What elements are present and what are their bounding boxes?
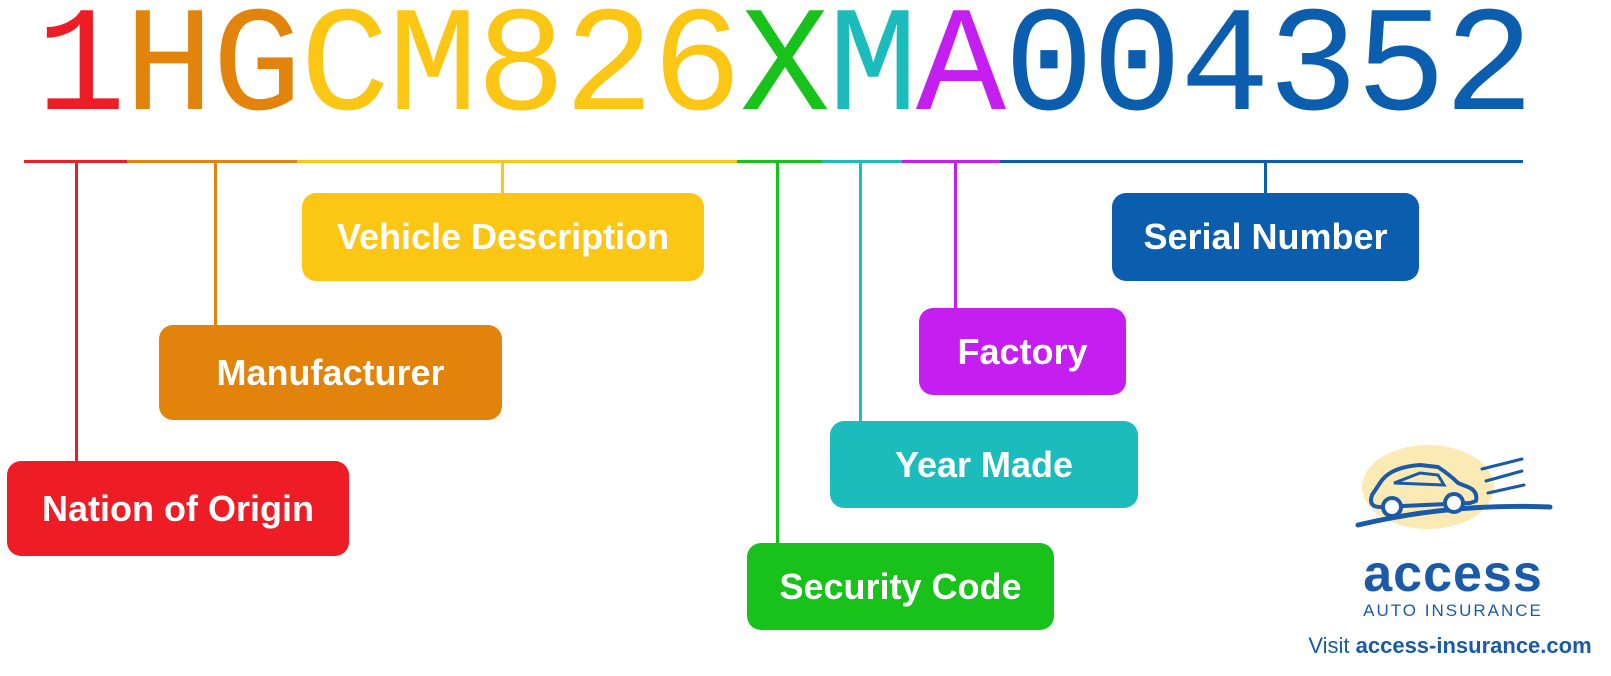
brand-name: access	[1363, 545, 1543, 603]
vin-number: 1HGCM826XMA004352	[36, 0, 1535, 155]
vin-char: M	[388, 0, 479, 155]
visit-prefix: Visit	[1308, 633, 1350, 658]
segment-line-year	[822, 160, 902, 163]
vin-char: G	[212, 0, 303, 155]
visit-line: Visit access-insurance.com	[1300, 633, 1600, 659]
vin-char: 1	[36, 0, 127, 155]
connector-security	[776, 160, 779, 545]
vin-char: C	[300, 0, 391, 155]
vin-char: 8	[476, 0, 567, 155]
vin-char: 6	[652, 0, 743, 155]
vin-char: 5	[1356, 0, 1447, 155]
label-year-made: Year Made	[830, 421, 1138, 508]
vin-char: M	[828, 0, 919, 155]
label-security-code: Security Code	[747, 543, 1054, 630]
segment-line-manufacturer	[127, 160, 297, 163]
label-nation-of-origin: Nation of Origin	[7, 461, 349, 556]
visit-url-link[interactable]: access-insurance.com	[1355, 633, 1592, 658]
segment-line-security	[737, 160, 822, 163]
connector-vehicle	[501, 160, 504, 194]
connector-manufacturer	[214, 160, 217, 326]
label-serial-number: Serial Number	[1112, 193, 1419, 281]
vin-char: A	[916, 0, 1007, 155]
vin-char: 0	[1092, 0, 1183, 155]
vin-char: X	[740, 0, 831, 155]
segment-line-serial	[1000, 160, 1523, 163]
label-vehicle-description: Vehicle Description	[302, 193, 704, 281]
connector-factory	[954, 160, 957, 309]
label-factory: Factory	[919, 308, 1126, 395]
vin-char: 2	[1444, 0, 1535, 155]
connector-nation	[75, 160, 78, 462]
brand-tagline: AUTO INSURANCE	[1363, 601, 1543, 620]
car-icon	[1355, 445, 1553, 529]
vin-char: 4	[1180, 0, 1271, 155]
connector-serial	[1264, 160, 1267, 194]
segment-line-factory	[902, 160, 1000, 163]
segment-line-vehicle	[297, 160, 737, 163]
connector-year	[859, 160, 862, 423]
vin-char: 3	[1268, 0, 1359, 155]
vin-char: 0	[1004, 0, 1095, 155]
vin-char: H	[124, 0, 215, 155]
vin-char: 2	[564, 0, 655, 155]
label-manufacturer: Manufacturer	[159, 325, 502, 420]
